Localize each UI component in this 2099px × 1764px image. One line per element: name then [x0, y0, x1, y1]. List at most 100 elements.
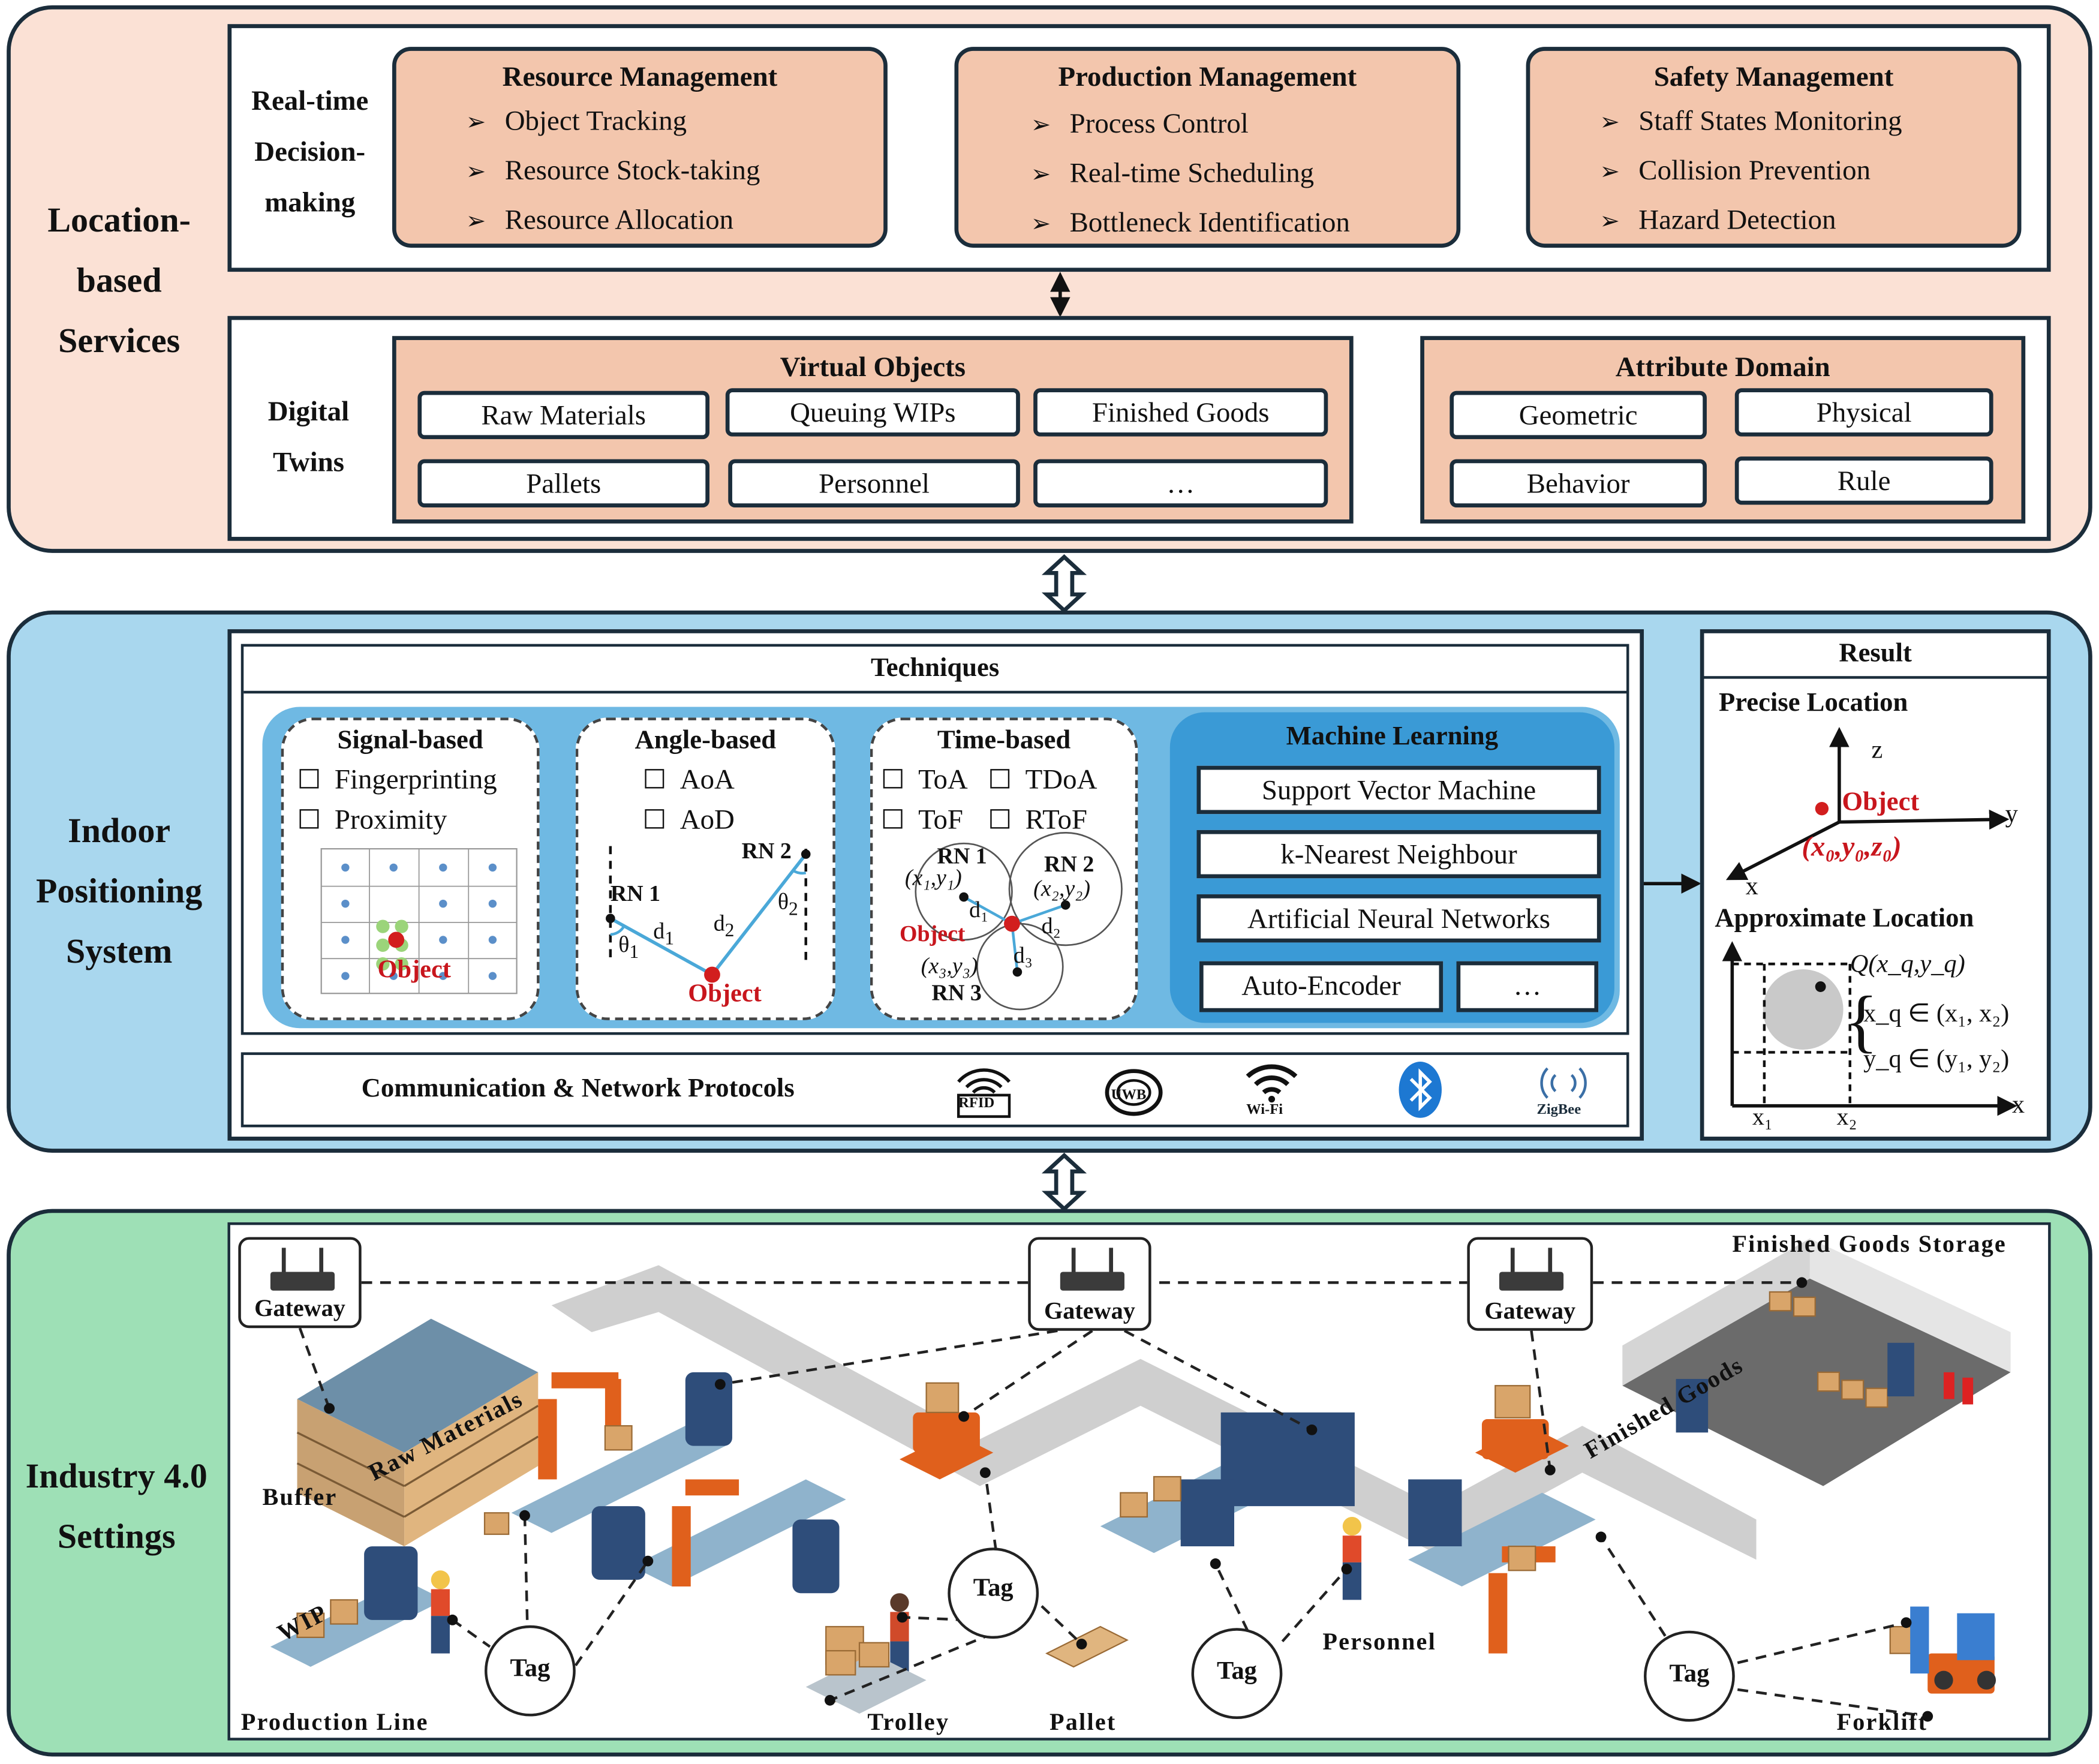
tag-label: Tag — [510, 1654, 551, 1683]
precise-axes — [1725, 727, 2010, 881]
router-icon — [1060, 1248, 1124, 1291]
precise-object-label: Object — [1842, 787, 1920, 817]
angle-diagram — [606, 846, 811, 983]
zigbee-label: ZigBee — [1536, 1102, 1581, 1118]
tag-node: Tag — [948, 1547, 1039, 1639]
angle-d2-label: d2 — [713, 910, 735, 942]
time-based-card: Time-based ToA TDoA ToF RToF — [870, 717, 1138, 1020]
checkbox-item: RToF — [988, 803, 1087, 837]
angle-based-title: Angle-based — [634, 725, 777, 755]
protocols-panel — [240, 1052, 1629, 1128]
router-icon — [1499, 1248, 1564, 1291]
approx-axes — [1722, 941, 2017, 1116]
production-line-label: Production Line — [240, 1708, 429, 1735]
signal-based-title: Signal-based — [337, 725, 483, 755]
resource-management-title: Resource Management — [502, 60, 778, 93]
list-item: Staff States Monitoring — [1599, 104, 1902, 138]
production-management-box: Production Management Process Control Re… — [954, 47, 1461, 248]
wifi-label: Wi-Fi — [1246, 1102, 1283, 1118]
uwb-icon — [1105, 1069, 1163, 1116]
precise-location-label: Precise Location — [1719, 688, 1908, 718]
axis-y-label: y — [2005, 800, 2018, 829]
rfid-label: RFID — [958, 1095, 995, 1111]
zigbee-icon — [1540, 1067, 1587, 1099]
ips-i40-arrow — [1041, 1152, 1087, 1212]
factory-scene — [270, 1238, 2011, 1714]
time-object-label: Object — [899, 921, 966, 947]
forklift-label: Forklift — [1836, 1708, 1928, 1735]
list-item: Process Control — [1031, 107, 1249, 141]
virtual-objects-title: Virtual Objects — [780, 350, 966, 383]
axis-z-label: z — [1871, 736, 1883, 765]
attribute-chip: Behavior — [1450, 459, 1707, 507]
result-connector — [1644, 873, 1701, 894]
bluetooth-icon — [1399, 1062, 1442, 1118]
uwb-label: UWB — [1111, 1087, 1147, 1104]
tag-node: Tag — [485, 1625, 576, 1717]
signal-object-label: Object — [377, 955, 451, 984]
tag-label: Tag — [1217, 1657, 1257, 1686]
time-c3-label: (x₃,y₃) — [921, 953, 978, 979]
tag-label: Tag — [973, 1574, 1014, 1603]
production-management-title: Production Management — [1058, 60, 1357, 93]
time-rn1-label: RN 1 — [937, 843, 987, 869]
ml-chip: k-Nearest Neighbour — [1196, 830, 1601, 879]
resource-management-box: Resource Management Object Tracking Reso… — [392, 47, 888, 248]
list-item: Real-time Scheduling — [1031, 157, 1314, 190]
time-rn2-label: RN 2 — [1044, 851, 1094, 878]
attribute-chip: Rule — [1734, 456, 1993, 505]
time-diagram — [915, 832, 1123, 1011]
angle-d1-label: d1 — [653, 918, 675, 950]
trolley-label: Trolley — [867, 1708, 950, 1735]
time-d3-label: d₃ — [1013, 942, 1033, 968]
approx-x2-label: x₂ — [1836, 1103, 1857, 1130]
time-c2-label: (x₂,y₂) — [1033, 875, 1091, 901]
gateway-label: Gateway — [1484, 1297, 1576, 1324]
list-item: Collision Prevention — [1599, 154, 1871, 188]
checkbox-item: AoD — [642, 803, 735, 837]
router-icon — [270, 1248, 335, 1291]
ml-chip: Support Vector Machine — [1196, 765, 1601, 815]
buffer-label: Buffer — [262, 1483, 338, 1510]
gateway-node: Gateway — [1467, 1237, 1593, 1331]
approx-x1-label: x₁ — [1752, 1103, 1773, 1130]
time-d2-label: d₂ — [1041, 913, 1061, 939]
time-c1-label: (x₁,y₁) — [904, 864, 962, 891]
virtual-object-chip: … — [1033, 459, 1328, 507]
virtual-object-chip: Pallets — [417, 459, 710, 507]
pallet-label: Pallet — [1049, 1708, 1117, 1735]
finished-goods-storage-label: Finished Goods Storage — [1732, 1230, 2007, 1257]
list-item: Resource Stock-taking — [466, 154, 760, 188]
safety-management-title: Safety Management — [1653, 60, 1894, 93]
approx-xq-label: x_q ∈ (x₁, x₂) — [1863, 1000, 2010, 1029]
time-rn3-label: RN 3 — [931, 979, 982, 1006]
angle-theta1-label: θ1 — [618, 931, 639, 963]
ml-chip: Artificial Neural Networks — [1196, 894, 1601, 943]
angle-object-label: Object — [688, 979, 762, 1008]
checkbox-item: ToA — [881, 763, 968, 797]
approx-brace: { — [1844, 984, 1878, 1060]
gateway-node: Gateway — [238, 1237, 362, 1329]
wifi-icon — [1246, 1064, 1298, 1103]
gateway-label: Gateway — [254, 1294, 345, 1322]
virtual-object-chip: Finished Goods — [1033, 388, 1328, 437]
result-panel — [1700, 629, 2051, 1141]
virtual-object-chip: Queuing WIPs — [725, 388, 1020, 437]
approximate-location-label: Approximate Location — [1715, 903, 1974, 933]
virtual-object-chip: Raw Materials — [417, 390, 710, 440]
gateway-node: Gateway — [1028, 1237, 1151, 1331]
list-item: Bottleneck Identification — [1031, 206, 1350, 240]
angle-theta2-label: θ2 — [777, 889, 798, 921]
checkbox-item: ToF — [881, 803, 963, 837]
ml-chip: … — [1456, 961, 1599, 1012]
attribute-domain-title: Attribute Domain — [1615, 350, 1830, 383]
time-based-title: Time-based — [937, 725, 1071, 755]
attribute-chip: Geometric — [1450, 390, 1707, 440]
